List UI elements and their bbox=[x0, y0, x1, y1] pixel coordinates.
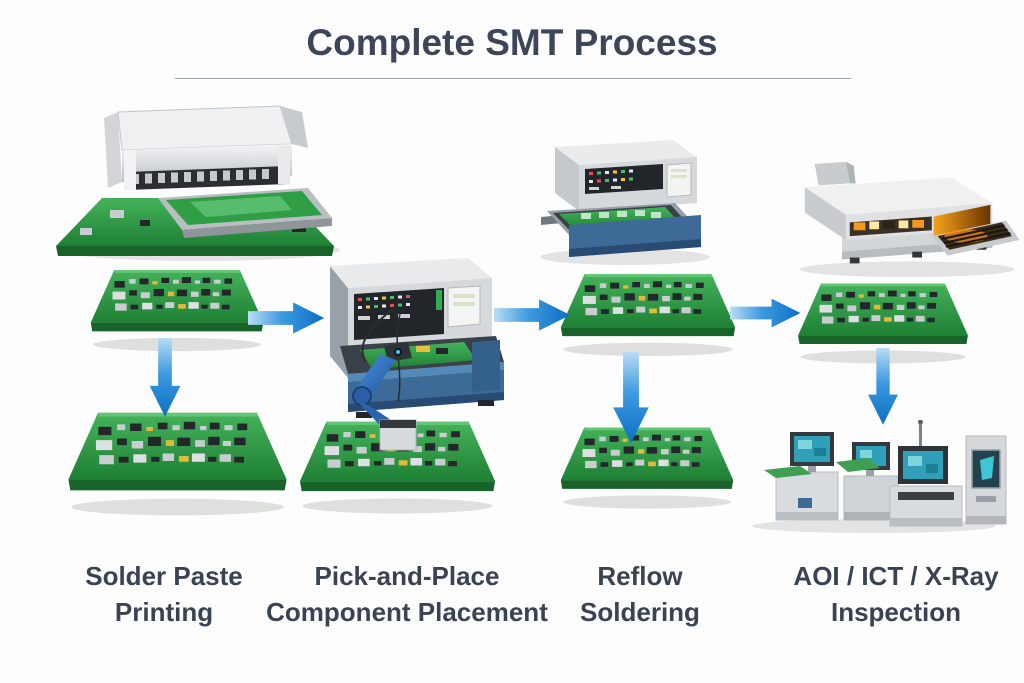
reflow-oven-image bbox=[785, 158, 1020, 280]
flow-arrow-down-3-icon bbox=[860, 348, 906, 428]
flow-arrow-right-1-icon bbox=[248, 296, 326, 340]
stage-label-line: Soldering bbox=[580, 597, 700, 627]
reflow-soldering-machine-image bbox=[525, 133, 715, 268]
page-title: Complete SMT Process bbox=[306, 22, 718, 63]
inspection-machines-image bbox=[740, 420, 1008, 535]
stage-label-line: Inspection bbox=[830, 597, 961, 627]
pcb-after-placement-image bbox=[552, 262, 744, 360]
flow-arrow-down-2-icon bbox=[608, 352, 654, 447]
stage-label-line: Pick-and-Place bbox=[314, 561, 500, 591]
stage-label-line: Printing bbox=[114, 597, 214, 627]
stage-label-line: Component Placement bbox=[266, 597, 548, 627]
stage-label-pick-and-place: Pick-and-Place Component Placement bbox=[262, 558, 552, 630]
stage-label-line: Reflow bbox=[597, 561, 683, 591]
stage-label-line: Solder Paste bbox=[85, 561, 243, 591]
pick-and-place-machine-image bbox=[296, 250, 511, 455]
stage-label-reflow-soldering: Reflow Soldering bbox=[542, 558, 738, 630]
solder-paste-printer-image bbox=[40, 98, 340, 268]
title-divider bbox=[175, 78, 851, 79]
stage-label-line: AOI / ICT / X-Ray bbox=[793, 561, 999, 591]
flow-arrow-down-1-icon bbox=[142, 338, 188, 420]
stage-label-solder-paste-printing: Solder Paste Printing bbox=[28, 558, 300, 630]
flow-arrow-right-3-icon bbox=[730, 292, 802, 334]
stage-label-inspection: AOI / ICT / X-Ray Inspection bbox=[750, 558, 1024, 630]
flow-arrow-right-2-icon bbox=[494, 293, 572, 337]
